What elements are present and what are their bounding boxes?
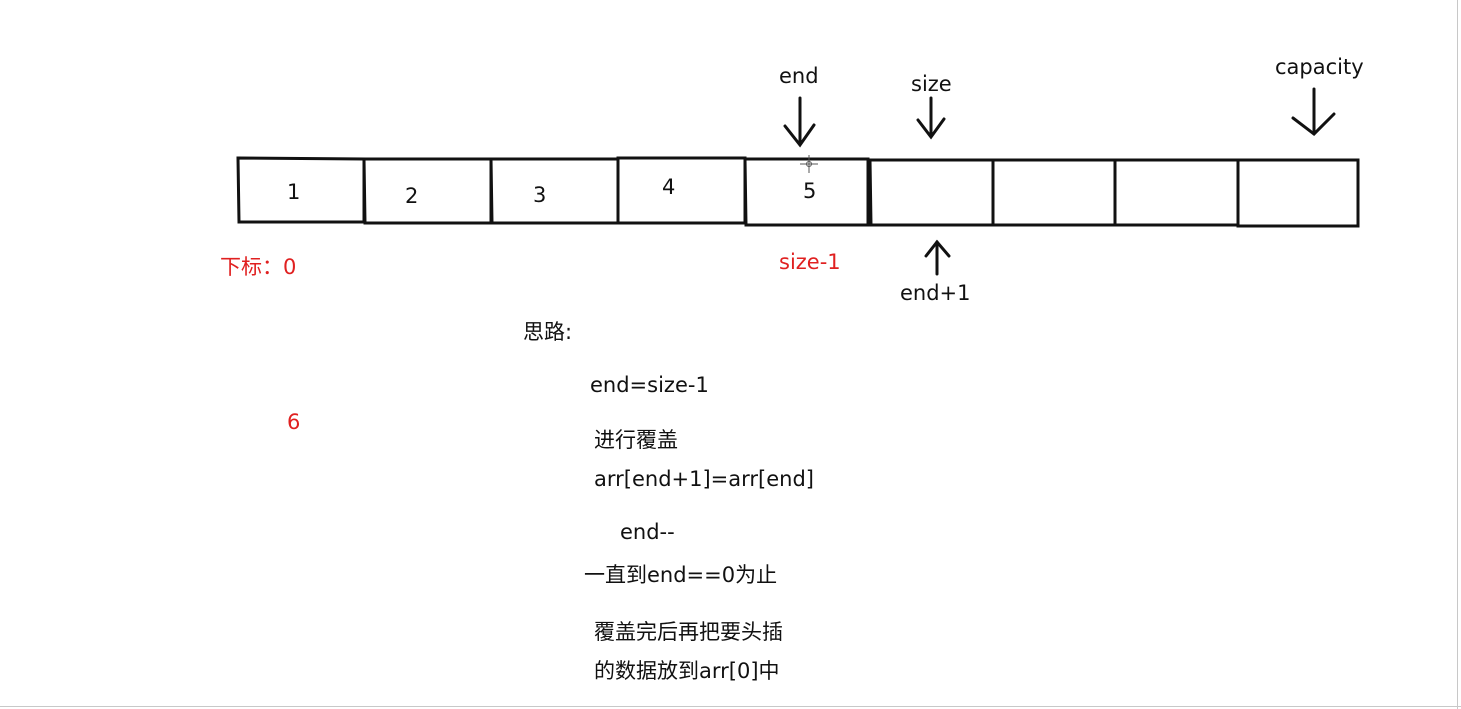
notes-line-5: 一直到end==0为止 [584,563,778,587]
cell-value-3: 4 [662,175,676,199]
end-arrow [783,96,816,148]
cell-value-0: 1 [287,180,301,204]
array-cell-4 [743,157,870,227]
array-cell-3 [616,156,747,225]
cell-value-2: 3 [533,183,547,207]
notes-line-3: arr[end+1]=arr[end] [594,467,814,491]
array-cell-8 [1236,158,1360,228]
window-bottom-border [0,706,1461,707]
array-cell-7 [1113,158,1240,227]
index-start-label: 下标：0 [220,255,297,279]
notes-heading: 思路: [523,320,573,344]
window-right-border [1457,0,1458,709]
array-cell-5 [868,158,995,227]
six-annotation: 6 [287,410,301,434]
end-pointer-label: end [779,64,819,88]
notes-line-7: 的数据放到arr[0]中 [594,659,780,683]
size-minus-one-label: size-1 [779,250,841,274]
notes-line-2: 进行覆盖 [594,428,678,452]
end-plus-one-arrow [924,239,951,276]
array-cell-1 [362,157,493,225]
crosshair-cursor-icon [800,155,818,173]
array-cell-6 [991,158,1117,227]
size-arrow [916,96,946,140]
notes-line-1: end=size-1 [590,373,709,397]
array-cell-2 [489,157,620,225]
array-cell-0 [236,156,366,224]
cell-value-4: 5 [803,179,817,203]
notes-line-4: end-- [620,520,675,544]
size-pointer-label: size [911,72,952,96]
capacity-pointer-label: capacity [1275,55,1364,79]
notes-line-6: 覆盖完后再把要头插 [594,620,783,644]
end-plus-one-label: end+1 [900,281,971,305]
capacity-arrow [1291,87,1336,136]
cell-value-1: 2 [405,184,419,208]
